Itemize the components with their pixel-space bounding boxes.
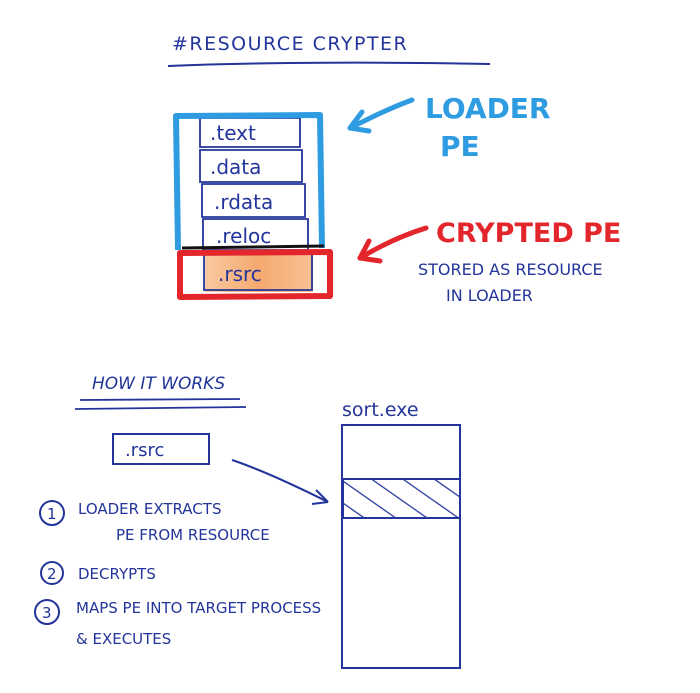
rsrc-box [112, 433, 210, 465]
how-underline-2 [74, 406, 247, 410]
step-1-number: 1 [47, 505, 57, 523]
loader-pe-outline [173, 112, 325, 251]
section-rdata-label: .rdata [214, 190, 273, 214]
inject-arrow [231, 459, 329, 503]
step-1: 1 LOADER EXTRACTS PE FROM RESOURCE [39, 500, 270, 544]
section-data-label: .data [210, 155, 261, 179]
stack-divider [181, 244, 325, 250]
in-loader-text: IN LOADER [446, 286, 533, 305]
section-text-label: .text [210, 121, 256, 145]
stored-as-resource-text: STORED AS RESOURCE [418, 260, 603, 279]
step-1-text: LOADER EXTRACTS [78, 500, 221, 518]
step-3-text: MAPS PE INTO TARGET PROCESS [76, 599, 321, 617]
step-2: 2 DECRYPTS [40, 561, 156, 585]
step-1-number-circle [39, 500, 65, 526]
section-reloc-label: .reloc [216, 224, 271, 248]
how-it-works-heading: HOW IT WORKS [92, 374, 225, 394]
loader-pe-label: LOADER [425, 92, 551, 125]
step-2-text: DECRYPTS [78, 565, 156, 583]
loader-pe-stack: .text .data .rdata .reloc .rsrc [173, 112, 333, 300]
crypted-arrow [357, 225, 429, 261]
target-process-box [341, 424, 461, 669]
step-3-text-2: & EXECUTES [76, 630, 171, 648]
loader-arrow [347, 97, 415, 131]
step-2-number: 2 [47, 565, 57, 583]
target-process-label: sort.exe [342, 399, 419, 421]
crypted-pe-label: CRYPTED PE [436, 218, 621, 249]
step-3-number: 3 [42, 604, 52, 622]
how-underline-1 [79, 398, 241, 401]
page-title: #RESOURCE CRYPTER [172, 33, 408, 55]
injected-region [342, 478, 461, 519]
step-2-number-circle [40, 561, 64, 585]
title-underline [167, 61, 491, 67]
section-rsrc-label: .rsrc [218, 262, 262, 286]
step-3: 3 MAPS PE INTO TARGET PROCESS & EXECUTES [34, 599, 321, 648]
crypted-pe-outline [177, 249, 333, 300]
rsrc-section-fill [205, 250, 313, 292]
loader-pe-label-2: PE [440, 130, 480, 163]
rsrc-box-label: .rsrc [125, 440, 164, 461]
step-1-text-2: PE FROM RESOURCE [116, 526, 270, 544]
step-3-number-circle [34, 599, 60, 625]
